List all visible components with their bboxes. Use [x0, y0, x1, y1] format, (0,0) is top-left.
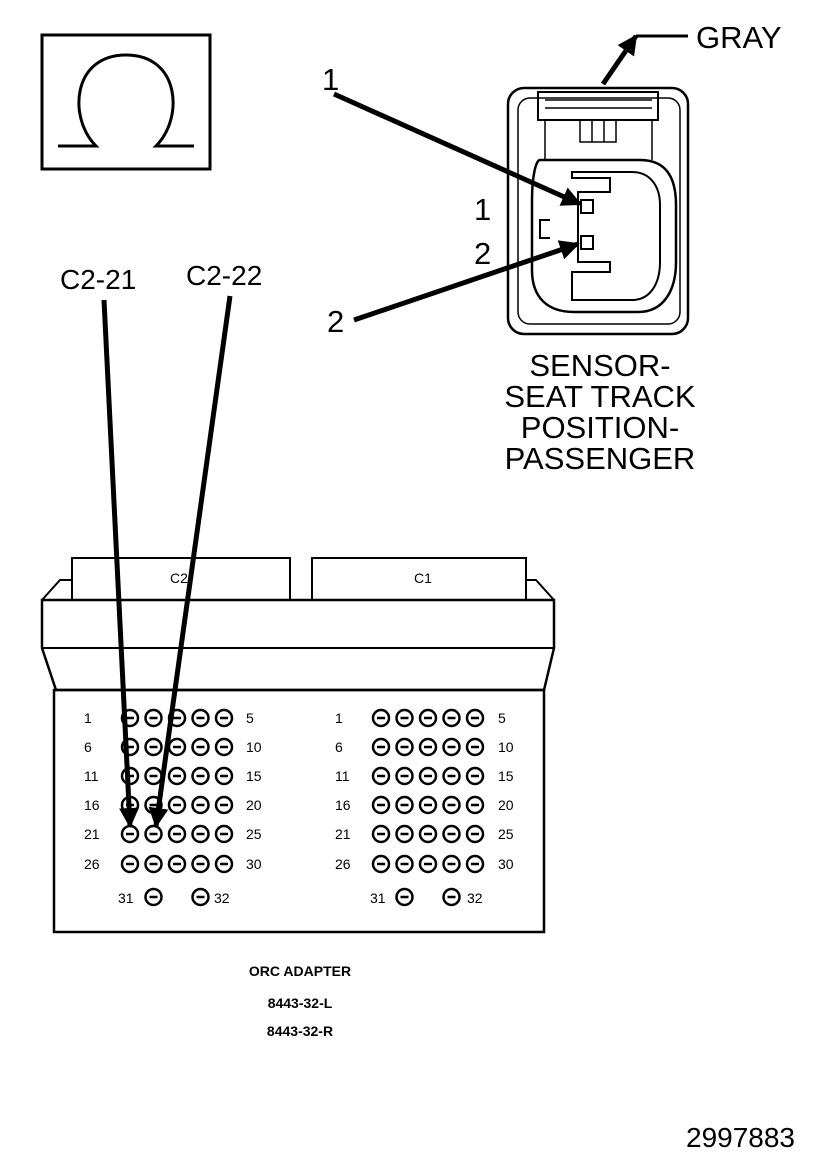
pin1-face-label: 1 — [474, 192, 492, 227]
c1-pin-grid — [371, 708, 485, 907]
adapter-part-number: 8443-32-R — [266, 1023, 334, 1039]
c2-row-start-label: 1 — [84, 710, 92, 726]
c2-row-start-label: 21 — [84, 826, 100, 842]
c2-connector-label: C2 — [170, 570, 188, 586]
gray-leader-line — [600, 34, 639, 86]
c2-row-end-label: 30 — [246, 856, 262, 872]
c1-row-end-label: 30 — [498, 856, 514, 872]
pin2-face-label: 2 — [474, 236, 492, 271]
pin1-leader-line — [332, 91, 582, 207]
c2-pin-31-label: 31 — [118, 890, 134, 906]
c1-connector-label: C1 — [414, 570, 432, 586]
c2-22-callout: C2-22 — [186, 260, 263, 291]
c2-22-leader-line — [148, 295, 233, 828]
sensor-name-line: POSITION- — [520, 410, 680, 445]
c2-row-start-label: 6 — [84, 739, 92, 755]
adapter-caption-title: ORC ADAPTER — [248, 963, 352, 979]
c2-row-end-label: 15 — [246, 768, 262, 784]
c2-row-start-label: 26 — [84, 856, 100, 872]
c2-pin-32-label: 32 — [214, 890, 230, 906]
c1-row-start-label: 6 — [335, 739, 343, 755]
c2-21-callout: C2-21 — [60, 264, 137, 295]
c2-row-end-label: 10 — [246, 739, 262, 755]
figure-number: 2997883 — [686, 1122, 796, 1153]
c2-row-end-label: 5 — [246, 710, 254, 726]
c1-row-start-label: 21 — [335, 826, 351, 842]
c2-row-end-label: 20 — [246, 797, 262, 813]
c1-row-end-label: 25 — [498, 826, 514, 842]
c1-row-start-label: 1 — [335, 710, 343, 726]
sensor-name-line: SENSOR- — [529, 348, 671, 383]
c1-row-start-label: 26 — [335, 856, 351, 872]
c2-row-start-label: 16 — [84, 797, 100, 813]
adapter-part-number: 8443-32-L — [267, 995, 333, 1011]
c1-row-end-label: 5 — [498, 710, 506, 726]
sensor-name: SENSOR- SEAT TRACK POSITION- PASSENGER — [470, 350, 730, 474]
c2-row-start-label: 11 — [84, 768, 99, 784]
pin2-leader-line — [353, 240, 580, 323]
sensor-connector-face — [506, 86, 690, 336]
c2-21-leader-line — [101, 299, 140, 828]
orc-adapter-body — [40, 557, 556, 934]
c2-row-end-label: 25 — [246, 826, 262, 842]
c1-pin-32-label: 32 — [467, 890, 483, 906]
c1-row-end-label: 20 — [498, 797, 514, 813]
c1-row-start-label: 16 — [335, 797, 351, 813]
c1-row-end-label: 15 — [498, 768, 514, 784]
ohm-meter-icon — [40, 33, 212, 171]
pin1-callout-label: 1 — [322, 62, 340, 97]
sensor-name-line: PASSENGER — [504, 441, 696, 476]
c1-row-end-label: 10 — [498, 739, 514, 755]
c1-pin-31-label: 31 — [370, 890, 386, 906]
gray-color-label: GRAY — [696, 20, 782, 55]
c1-row-start-label: 11 — [335, 768, 350, 784]
sensor-name-line: SEAT TRACK — [504, 379, 696, 414]
pin2-callout-label: 2 — [327, 304, 345, 339]
c2-pin-grid — [120, 708, 234, 907]
